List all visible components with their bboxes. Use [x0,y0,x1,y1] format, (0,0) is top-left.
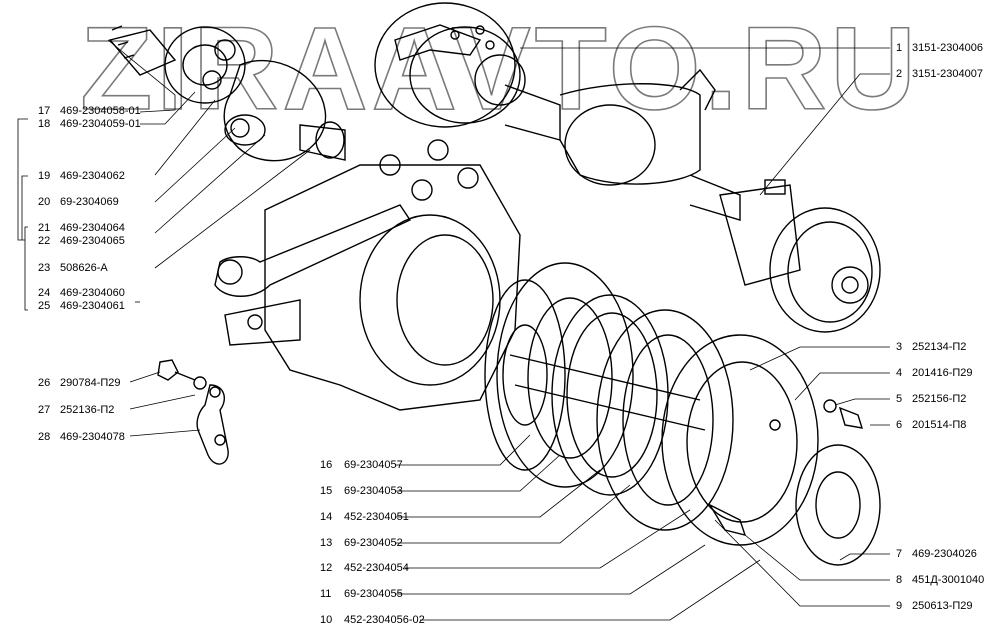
callout-part-number: 469-2304061 [60,300,125,312]
callout-part-number: 3151-2304006 [912,42,983,54]
callout-part-number: 252134-П2 [912,341,967,353]
axle-housing [374,2,741,221]
callout-number: 23 [38,262,51,274]
callout-part-number: 69-2304057 [344,459,403,471]
callout-part-number: 469-2304065 [60,235,125,247]
callout-number: 22 [38,235,51,247]
cv-joint-housing [223,59,346,162]
gasket [795,444,881,566]
callout-number: 27 [38,404,51,416]
callout-part-number: 469-2304060 [60,287,125,299]
callout-number: 14 [320,511,333,523]
callout-number: 26 [38,377,51,389]
callout-part-number: 201416-П29 [912,367,973,379]
callout-number: 28 [38,431,51,443]
callout-number: 9 [896,600,903,612]
callout-number: 13 [320,537,333,549]
callout-number: 5 [896,393,903,405]
callout-part-number: 451Д-3001040 [912,574,985,586]
callout-number: 10 [320,614,333,626]
callout-number: 16 [320,459,333,471]
callout-number: 24 [38,287,51,299]
callout-part-number: 452-2304054 [344,562,409,574]
callout-part-number: 469-2304064 [60,222,125,234]
callout-part-number: 452-2304056-02 [344,614,425,626]
callout-part-number: 201514-П8 [912,419,967,431]
callout-number: 11 [320,588,332,600]
callout-part-number: 508626-A [60,262,108,274]
callout-part-number: 3151-2304007 [912,68,983,80]
fasteners-left [157,359,229,465]
callout-part-number: 469-2304062 [60,170,125,182]
callout-part-number: 290784-П29 [60,377,121,389]
callout-number: 19 [38,170,51,182]
callout-number: 1 [896,42,903,54]
steering-knuckle [214,139,521,411]
cv-joint-shaft [108,25,246,104]
callout-part-number: 469-2304058-01 [60,105,141,117]
callout-part-number: 69-2304055 [344,588,403,600]
callout-part-number: 69-2304052 [344,537,403,549]
callout-number: 25 [38,300,51,312]
callout-number: 20 [38,196,51,208]
callout-part-number: 469-2304059-01 [60,118,141,130]
callout-number: 3 [896,341,903,353]
callout-part-number: 469-2304026 [912,548,977,560]
callout-number: 4 [896,367,903,379]
wheel-hub-assembly [719,179,881,333]
leaders-right [520,47,890,607]
callout-part-number: 250613-П29 [912,600,973,612]
callout-number: 2 [896,68,903,80]
callout-number: 8 [896,574,903,586]
callout-number: 17 [38,105,51,117]
callout-part-number: 69-2304069 [60,196,119,208]
callout-number: 15 [320,485,333,497]
callout-number: 21 [38,222,51,234]
callout-part-number: 252136-П2 [60,404,115,416]
callout-part-number: 252156-П2 [912,393,967,405]
callout-number: 6 [896,419,903,431]
callout-part-number: 452-2304051 [344,511,409,523]
leaders-bottom [395,434,761,621]
callout-number: 12 [320,562,333,574]
callout-part-number: 469-2304078 [60,431,125,443]
callout-part-number: 69-2304053 [344,485,403,497]
callout-number: 18 [38,118,51,130]
leaders-left [17,39,311,437]
pivot-discs [484,262,819,546]
callout-number: 7 [896,548,903,560]
